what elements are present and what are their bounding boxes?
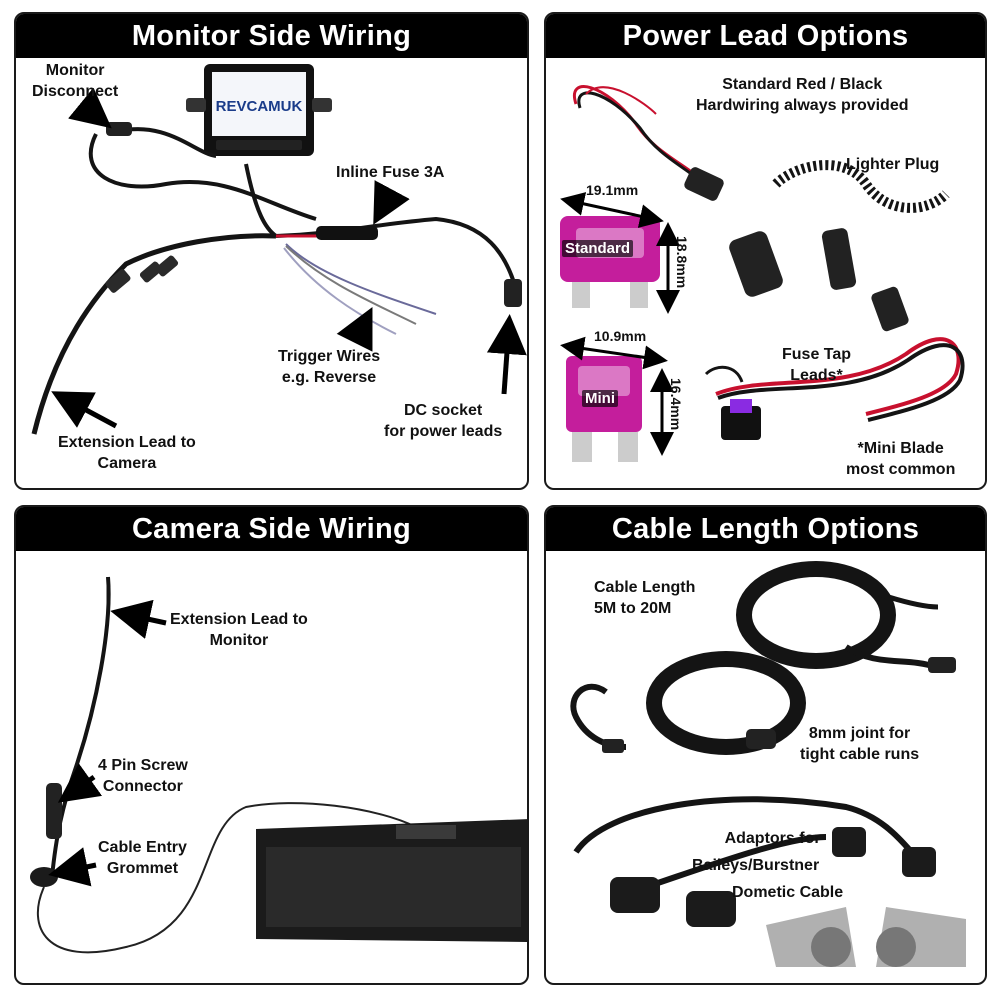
label-cable-length: Cable Length 5M to 20M (594, 579, 696, 617)
standard-fuse-width: 19.1mm (586, 182, 639, 198)
mini-fuse-width: 10.9mm (594, 328, 647, 344)
label-monitor-disconnect: Monitor Disconnect (32, 62, 119, 100)
monitor-wiring-illustration: REVCAMUK (31, 64, 527, 435)
label-grommet: Cable Entry Grommet (98, 839, 187, 877)
cable-length-illustration (570, 561, 966, 967)
grey-adaptors (766, 907, 966, 967)
monitor-device: REVCAMUK (186, 64, 332, 156)
mini-fuse (566, 356, 642, 462)
label-mini-blade-note: *Mini Blade most common (846, 440, 956, 478)
panel-power-lead-options: Power Lead Options Standard Red / Black … (544, 12, 987, 490)
label-inline-fuse: Inline Fuse 3A (336, 164, 445, 181)
label-lighter-plug: Lighter Plug (846, 156, 940, 173)
label-extension-lead-monitor: Extension Lead to Monitor (170, 611, 308, 649)
brand-logo: REVCAMUK (216, 98, 303, 115)
standard-fuse-height: 18.8mm (674, 236, 690, 289)
camera-wiring-illustration (30, 576, 527, 954)
label-extension-lead-camera: Extension Lead to Camera (58, 434, 196, 472)
standard-fuse (560, 216, 660, 308)
panel-cable-length-options: Cable Length Options Cable Length 5M to … (544, 505, 987, 985)
label-adaptors: Adaptors for Baileys/Burstner Dometic Ca… (692, 830, 844, 901)
label-dc-socket: DC socket for power leads (384, 402, 503, 440)
label-standard-hardwiring: Standard Red / Black Hardwiring always p… (696, 76, 909, 114)
mini-fuse-height: 16.4mm (668, 378, 684, 431)
panel-camera-side-wiring: Camera Side Wiring Extension Lead to Mon… (14, 505, 529, 985)
panel-title: Monitor Side Wiring (16, 14, 527, 58)
label-trigger-wires: Trigger Wires e.g. Reverse (278, 348, 381, 386)
label-screw-connector: 4 Pin Screw Connector (98, 757, 188, 795)
panel-monitor-side-wiring: REVCAMUK Monitor Side Wiring Monitor Dis… (14, 12, 529, 490)
standard-fuse-tag: Standard (562, 240, 634, 257)
mini-fuse-tag: Mini (582, 390, 618, 407)
panel-title: Camera Side Wiring (16, 507, 527, 551)
number-plate-holder (256, 819, 527, 942)
panel-title: Power Lead Options (546, 14, 985, 58)
panel-title: Cable Length Options (546, 507, 985, 551)
label-fuse-tap: Fuse Tap Leads* (782, 346, 852, 384)
label-joint: 8mm joint for tight cable runs (800, 725, 920, 763)
